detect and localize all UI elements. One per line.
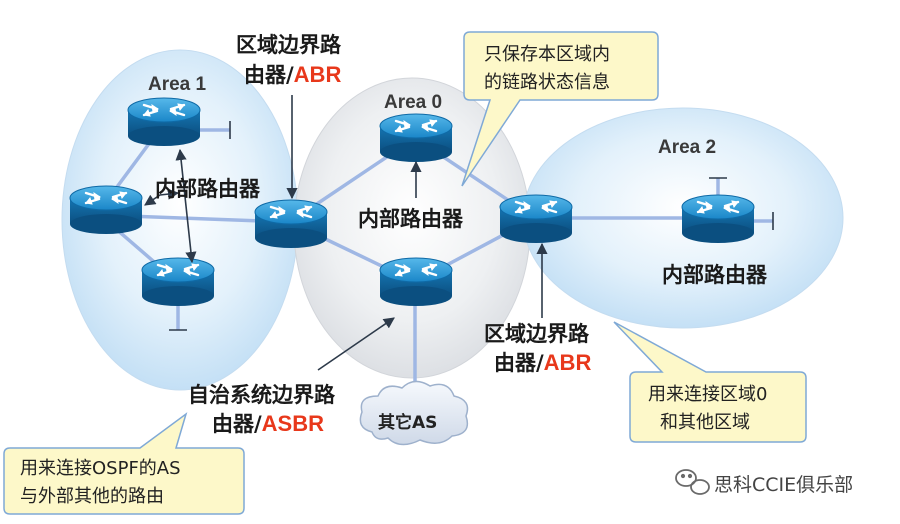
router-icon[interactable] <box>378 112 454 164</box>
callout-area0-info: 只保存本区域内 的链路状态信息 <box>461 31 659 187</box>
router-icon[interactable] <box>680 193 756 245</box>
abr-top-label-line1: 区域边界路 <box>236 33 342 57</box>
stub-ends <box>169 121 774 331</box>
svg-text:的链路状态信息: 的链路状态信息 <box>484 72 610 93</box>
svg-text:与外部其他的路由: 与外部其他的路由 <box>20 486 164 507</box>
callout-abr-purpose: 用来连接区域0 和其他区域 <box>613 321 807 443</box>
area-0-title: Area 0 <box>384 92 442 113</box>
asbr-label-line1: 自治系统边界路 <box>188 383 336 407</box>
abr-bottom-label-line2: 由器/ABR <box>494 350 591 375</box>
router-icon[interactable] <box>253 198 329 250</box>
cloud-icon: 其它AS <box>359 380 469 446</box>
svg-text:用来连接区域0: 用来连接区域0 <box>648 384 767 405</box>
watermark: 思科CCIE俱乐部 <box>675 469 853 496</box>
cloud-label: 其它AS <box>378 412 437 433</box>
area-1-title: Area 1 <box>148 74 207 95</box>
abr-top-label-line2: 由器/ABR <box>244 62 341 87</box>
internal-router-label-area1: 内部路由器 <box>155 177 261 201</box>
router-icon[interactable] <box>498 193 574 245</box>
abr-bottom-label-line1: 区域边界路 <box>484 322 590 346</box>
internal-router-label-area2: 内部路由器 <box>662 263 768 287</box>
internal-router-label-area0: 内部路由器 <box>358 207 464 231</box>
router-icon[interactable] <box>378 256 454 308</box>
router-icon[interactable] <box>140 256 216 308</box>
asbr-label-line2: 由器/ASBR <box>212 411 324 436</box>
annotation-arrows <box>144 95 548 371</box>
router-icon[interactable] <box>68 184 144 236</box>
svg-text:只保存本区域内: 只保存本区域内 <box>484 44 610 65</box>
watermark-text: 思科CCIE俱乐部 <box>714 474 853 496</box>
svg-text:用来连接OSPF的AS: 用来连接OSPF的AS <box>20 458 181 479</box>
area-2-title: Area 2 <box>658 137 716 158</box>
svg-text:和其他区域: 和其他区域 <box>660 412 750 433</box>
wechat-icon <box>675 469 710 495</box>
callout-asbr-purpose: 用来连接OSPF的AS 与外部其他的路由 <box>3 412 245 515</box>
router-icon[interactable] <box>126 96 202 148</box>
